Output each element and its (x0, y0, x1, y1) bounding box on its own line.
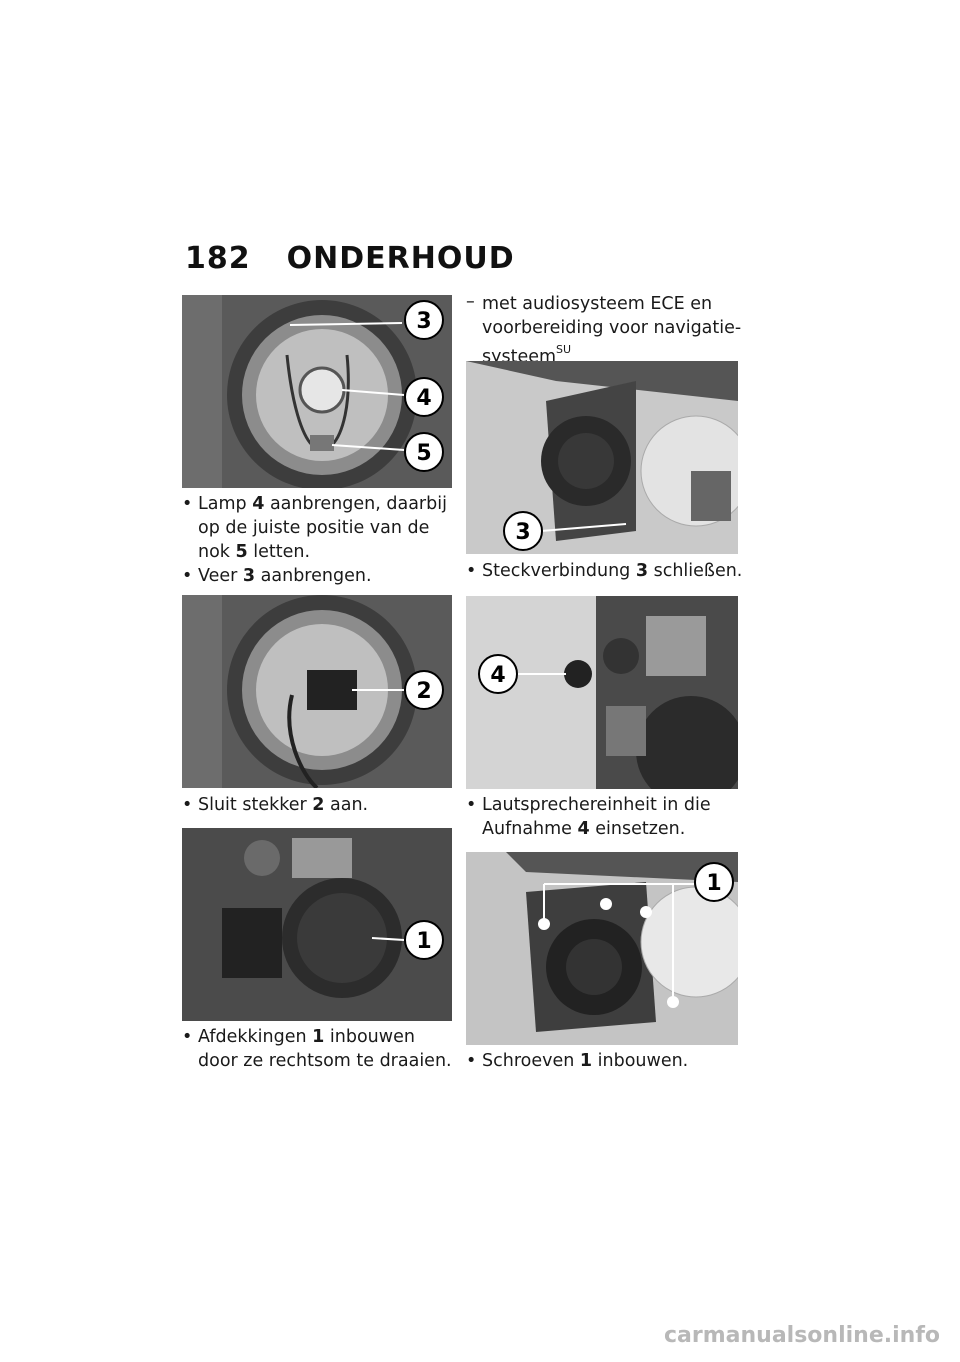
callout-label: 4 (490, 663, 505, 688)
photo-speaker-connector: 3 (466, 361, 738, 554)
text: Lamp (198, 494, 253, 514)
speaker-connector-illustration: 3 (466, 361, 738, 554)
ref-number: 4 (252, 494, 265, 514)
text: einsetzen. (589, 819, 686, 839)
instruction-item: • Steckverbindung 3 schließen. (466, 559, 750, 583)
page-number: 182 (185, 241, 251, 276)
photo-cover-install: 1 (182, 828, 452, 1021)
instruction-list-1: • Lamp 4 aanbrengen, daarbij op de juist… (182, 492, 458, 588)
photo-headlight-bulb-spring: 3 4 5 (182, 295, 452, 488)
text: aanbrengen, daarbij op de juiste positie… (198, 494, 447, 562)
cover-illustration: 1 (182, 828, 452, 1021)
ref-number: 5 (235, 542, 248, 562)
instruction-list-6: • Schroeven 1 inbouwen. (466, 1049, 750, 1073)
condition-note: – met audiosysteem ECE en voorbereiding … (466, 292, 746, 369)
ref-number: 1 (312, 1027, 325, 1047)
instruction-item: • Lamp 4 aanbrengen, daarbij op de juist… (182, 492, 458, 564)
connector-illustration: 2 (182, 595, 452, 788)
bullet-icon: • (466, 795, 477, 815)
callout-label: 3 (416, 309, 431, 334)
callout-1: 1 (404, 920, 444, 960)
photo-speaker-mount: 4 (466, 596, 738, 789)
callout-label: 1 (706, 871, 721, 896)
text: Veer (198, 566, 243, 586)
ref-number: 3 (242, 566, 256, 586)
instruction-item: • Schroeven 1 inbouwen. (466, 1049, 750, 1073)
bullet-icon: • (182, 566, 193, 586)
callout-label: 5 (416, 441, 431, 466)
ref-number: 4 (577, 819, 590, 839)
text: letten. (247, 542, 311, 562)
callout-label: 2 (416, 679, 431, 704)
instruction-list-2: • Sluit stekker 2 aan. (182, 793, 458, 817)
text: aanbrengen. (255, 566, 372, 586)
instruction-list-3: • Afdekkingen 1 inbouwen door ze rechtso… (182, 1025, 458, 1073)
condition-item: – met audiosysteem ECE en voorbereiding … (466, 292, 746, 369)
instruction-item: • Lautsprechereinheit in die Aufnahme 4 … (466, 793, 750, 841)
text: schließen. (648, 561, 743, 581)
text: met audiosysteem ECE en voorbereiding vo… (482, 294, 742, 367)
callout-1: 1 (694, 862, 734, 902)
watermark: carmanualsonline.info (664, 1323, 940, 1348)
text: aan. (324, 795, 369, 815)
text: Sluit stekker (198, 795, 313, 815)
photo-headlight-connector: 2 (182, 595, 452, 788)
callout-2: 2 (404, 670, 444, 710)
text: Steckverbindung (482, 561, 636, 581)
bullet-icon: • (182, 494, 193, 514)
photo-speaker-screws: 1 (466, 852, 738, 1045)
instruction-item: • Sluit stekker 2 aan. (182, 793, 458, 817)
callout-label: 4 (416, 386, 431, 411)
text: Lautsprechereinheit in die Aufnahme (482, 795, 711, 839)
page-header: 182 ONDERHOUD (185, 241, 515, 281)
callout-3: 3 (503, 511, 543, 551)
ref-number: 3 (635, 561, 649, 581)
ref-number: 2 (312, 795, 325, 815)
instruction-list-4: • Steckverbindung 3 schließen. (466, 559, 750, 583)
text: Afdekkingen (198, 1027, 313, 1047)
headlight-bulb-illustration: 3 4 5 (182, 295, 452, 488)
section-title: ONDERHOUD (286, 241, 515, 276)
callout-4: 4 (478, 654, 518, 694)
text: inbouwen door ze rechtsom te draaien. (198, 1027, 452, 1071)
callout-label: 1 (416, 929, 431, 954)
bullet-icon: • (182, 1027, 193, 1047)
bullet-icon: • (466, 561, 477, 581)
instruction-list-5: • Lautsprechereinheit in die Aufnahme 4 … (466, 793, 750, 841)
bullet-icon: • (466, 1051, 477, 1071)
instruction-item: • Veer 3 aanbrengen. (182, 564, 458, 588)
callout-3: 3 (404, 300, 444, 340)
speaker-screws-illustration: 1 (466, 852, 738, 1045)
speaker-mount-illustration: 4 (466, 596, 738, 789)
callout-label: 3 (515, 520, 530, 545)
text: inbouwen. (592, 1051, 689, 1071)
callout-5: 5 (404, 432, 444, 472)
ref-number: 1 (579, 1051, 593, 1071)
bullet-icon: • (182, 795, 193, 815)
dash-icon: – (466, 292, 475, 312)
callout-4: 4 (404, 377, 444, 417)
option-code: SU (556, 343, 572, 356)
text: Schroeven (482, 1051, 580, 1071)
instruction-item: • Afdekkingen 1 inbouwen door ze rechtso… (182, 1025, 458, 1073)
